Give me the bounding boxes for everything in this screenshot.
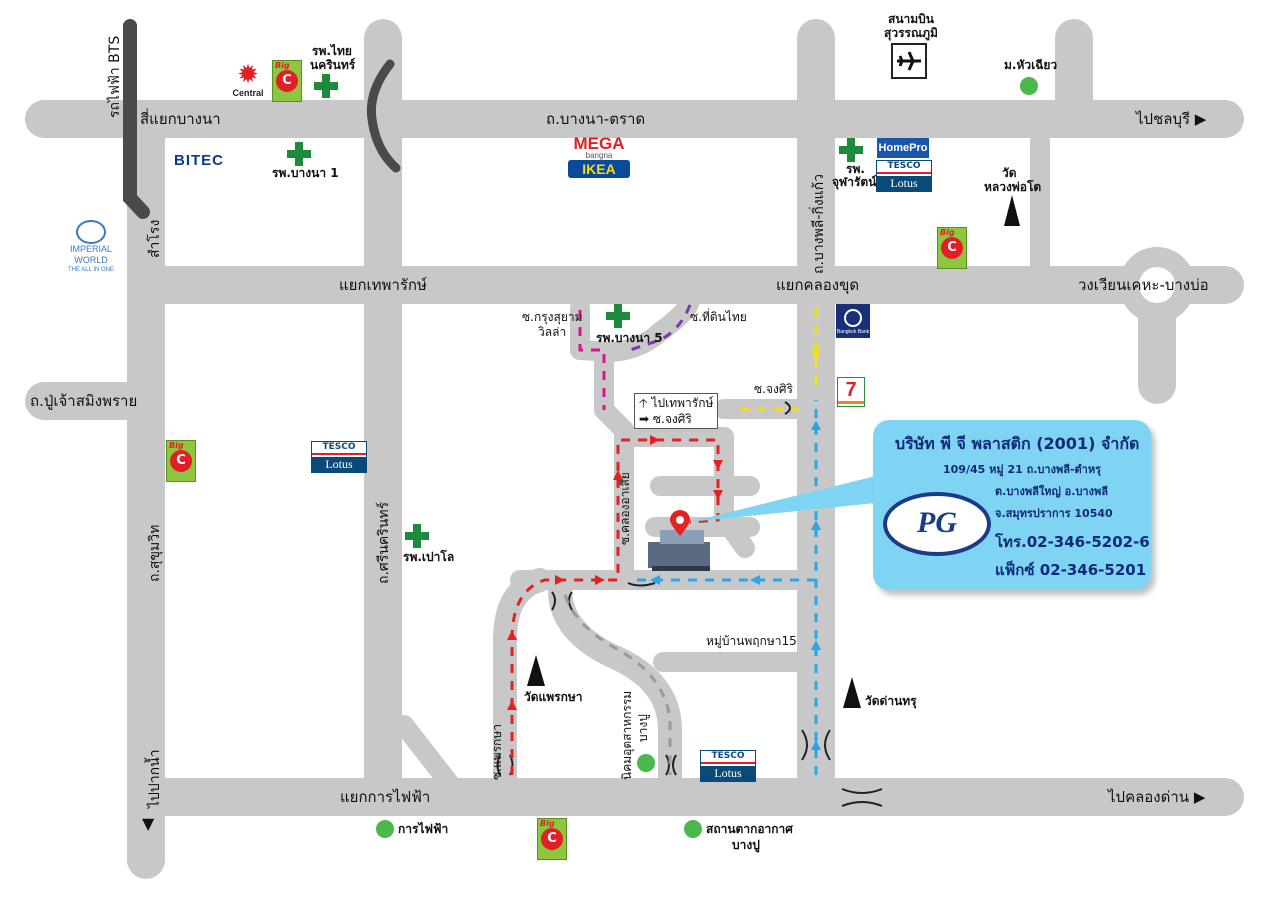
seven-eleven-logo: 7 bbox=[837, 377, 865, 407]
label-bts: รถไฟฟ้า BTS bbox=[107, 35, 123, 118]
bitec-logo: BITEC bbox=[174, 152, 224, 169]
label-nikhom: นิคมอุตสาหกรรม bbox=[620, 690, 634, 780]
hospital-cross-icon bbox=[839, 138, 863, 162]
university-dot-icon bbox=[1020, 77, 1038, 95]
company-info-callout: บริษัท พี จี พลาสติก (2001) จำกัด 109/45… bbox=[873, 420, 1151, 590]
place-dot-icon bbox=[376, 820, 394, 838]
company-address-2: ต.บางพลีใหญ่ อ.บางพลี bbox=[995, 485, 1108, 498]
homepro-logo: HomePro bbox=[877, 138, 929, 158]
company-address-1: 109/45 หมู่ 21 ถ.บางพลี-ตำหรุ bbox=[943, 463, 1101, 476]
label-to-chonburi: ไปชลบุรี ▶ bbox=[1136, 110, 1207, 128]
label-station-2: บางปู bbox=[732, 838, 760, 852]
label-lamrong: สำโรง bbox=[147, 219, 163, 258]
company-fax: แฟ็กซ์ 02-346-5201 bbox=[995, 561, 1147, 579]
label-wat-dantru: วัดด่านทรุ bbox=[865, 694, 917, 708]
label-bangna5: รพ.บางนา 5 bbox=[596, 331, 663, 345]
label-kanfaifa: การไฟฟ้า bbox=[398, 822, 449, 836]
hospital-cross-icon bbox=[606, 304, 630, 328]
location-pin-icon bbox=[670, 510, 690, 536]
label-pu-chao: ถ.ปู่เจ้าสมิงพราย bbox=[30, 392, 138, 410]
label-bangna1: รพ.บางนา 1 bbox=[272, 166, 339, 180]
label-yaek-khlong-chut: แยกคลองขุด bbox=[776, 276, 860, 294]
label-airport-2: สุวรรณภูมิ bbox=[884, 26, 938, 40]
company-tel: โทร.02-346-5202-6 bbox=[995, 533, 1150, 551]
label-soi-jongsiri: ซ.จงศิริ bbox=[754, 382, 793, 396]
label-bangna-trat: ถ.บางนา-ตราด bbox=[546, 110, 646, 128]
label-srinakarin: ถ.ศรีนครินทร์ bbox=[376, 501, 392, 584]
company-name: บริษัท พี จี พลาสติก (2001) จำกัด bbox=[895, 434, 1140, 453]
label-thai-nakarin-2: นครินทร์ bbox=[310, 58, 356, 72]
mega-bangna-logo: MEGA bangna IKEA bbox=[568, 135, 630, 178]
temple-icon bbox=[843, 677, 861, 708]
label-mooban-phruksa: หมู่บ้านพฤกษา15 bbox=[706, 634, 797, 648]
label-thai-nakarin: รพ.ไทย bbox=[312, 44, 352, 58]
label-wat-luang: วัด bbox=[1002, 166, 1017, 180]
label-villa: วิลล่า bbox=[538, 325, 567, 339]
imperial-world-logo: IMPERIAL WORLD THE ALL IN ONE bbox=[56, 220, 126, 274]
sign-line-2: ➡ ซ.จงศิริ bbox=[639, 412, 692, 426]
label-sukhumvit: ถ.สุขุมวิท bbox=[147, 524, 163, 582]
label-jularat: รพ. bbox=[846, 162, 865, 176]
label-soi-krungsuyam: ซ.กรุงสุยาม bbox=[522, 310, 583, 324]
bts-line bbox=[123, 19, 150, 219]
label-samyaek-bangna: สี่แยกบางนา bbox=[140, 110, 221, 128]
company-address-3: จ.สมุทรปราการ 10540 bbox=[995, 507, 1113, 520]
road-phraeksa bbox=[493, 568, 552, 797]
label-to-paknam: ไปปากน้ำ bbox=[147, 749, 163, 808]
hospital-cross-icon bbox=[287, 142, 311, 166]
place-dot-icon bbox=[684, 820, 702, 838]
road-nikhom bbox=[548, 578, 682, 797]
arrow-down-icon: ▼ bbox=[142, 814, 155, 833]
label-wat-luang-2: หลวงพ่อโต bbox=[984, 180, 1042, 194]
label-wongwian: วงเวียนเคหะ-บางบ่อ bbox=[1078, 276, 1209, 294]
callout-pointer bbox=[690, 470, 905, 522]
temple-icon bbox=[527, 655, 545, 686]
label-to-khlong-dan: ไปคลองด่าน ▶ bbox=[1108, 788, 1206, 806]
hospital-cross-icon bbox=[314, 74, 338, 98]
label-airport: สนามบิน bbox=[888, 12, 934, 26]
label-bangpu-road: บางปู bbox=[636, 714, 650, 742]
direction-sign: 🡡 ไปเทพารักษ์ ➡ ซ.จงศิริ bbox=[634, 393, 718, 429]
central-logo: ✹ Central bbox=[232, 59, 264, 98]
label-soi-side: ซ.แพรกษา bbox=[490, 724, 504, 780]
label-soi-khlong-jak: ซ.คลองอาเสีย bbox=[618, 472, 632, 545]
road-thidinthai bbox=[570, 290, 700, 363]
label-hua-chiew: ม.หัวเฉียว bbox=[1004, 58, 1058, 72]
label-station: สถานตากอากาศ bbox=[706, 822, 793, 836]
label-wat-phraeksa: วัดแพรกษา bbox=[524, 690, 583, 704]
label-yaek-thepharak: แยกเทพารักษ์ bbox=[339, 276, 427, 294]
label-bangplee-hosp: รพ.เปาโล bbox=[403, 550, 455, 564]
temple-icon bbox=[1004, 195, 1020, 226]
label-bangphli-kingkaeo: ถ.บางพลี-กิ่งแก้ว bbox=[811, 173, 827, 274]
hospital-cross-icon bbox=[405, 524, 429, 548]
label-yaek-kanfaifa: แยกการไฟฟ้า bbox=[340, 788, 431, 806]
factory-icon bbox=[648, 530, 710, 571]
bangkok-bank-logo: Bangkok Bank bbox=[836, 304, 870, 338]
label-jularat-2: จุฬารัตน์1 bbox=[832, 175, 885, 189]
pg-logo: PG bbox=[883, 492, 991, 556]
place-dot-icon bbox=[637, 754, 655, 772]
label-soi-thidinthai: ซ.ที่ดินไทย bbox=[690, 310, 747, 324]
sign-line-1: 🡡 ไปเทพารักษ์ bbox=[639, 396, 714, 410]
